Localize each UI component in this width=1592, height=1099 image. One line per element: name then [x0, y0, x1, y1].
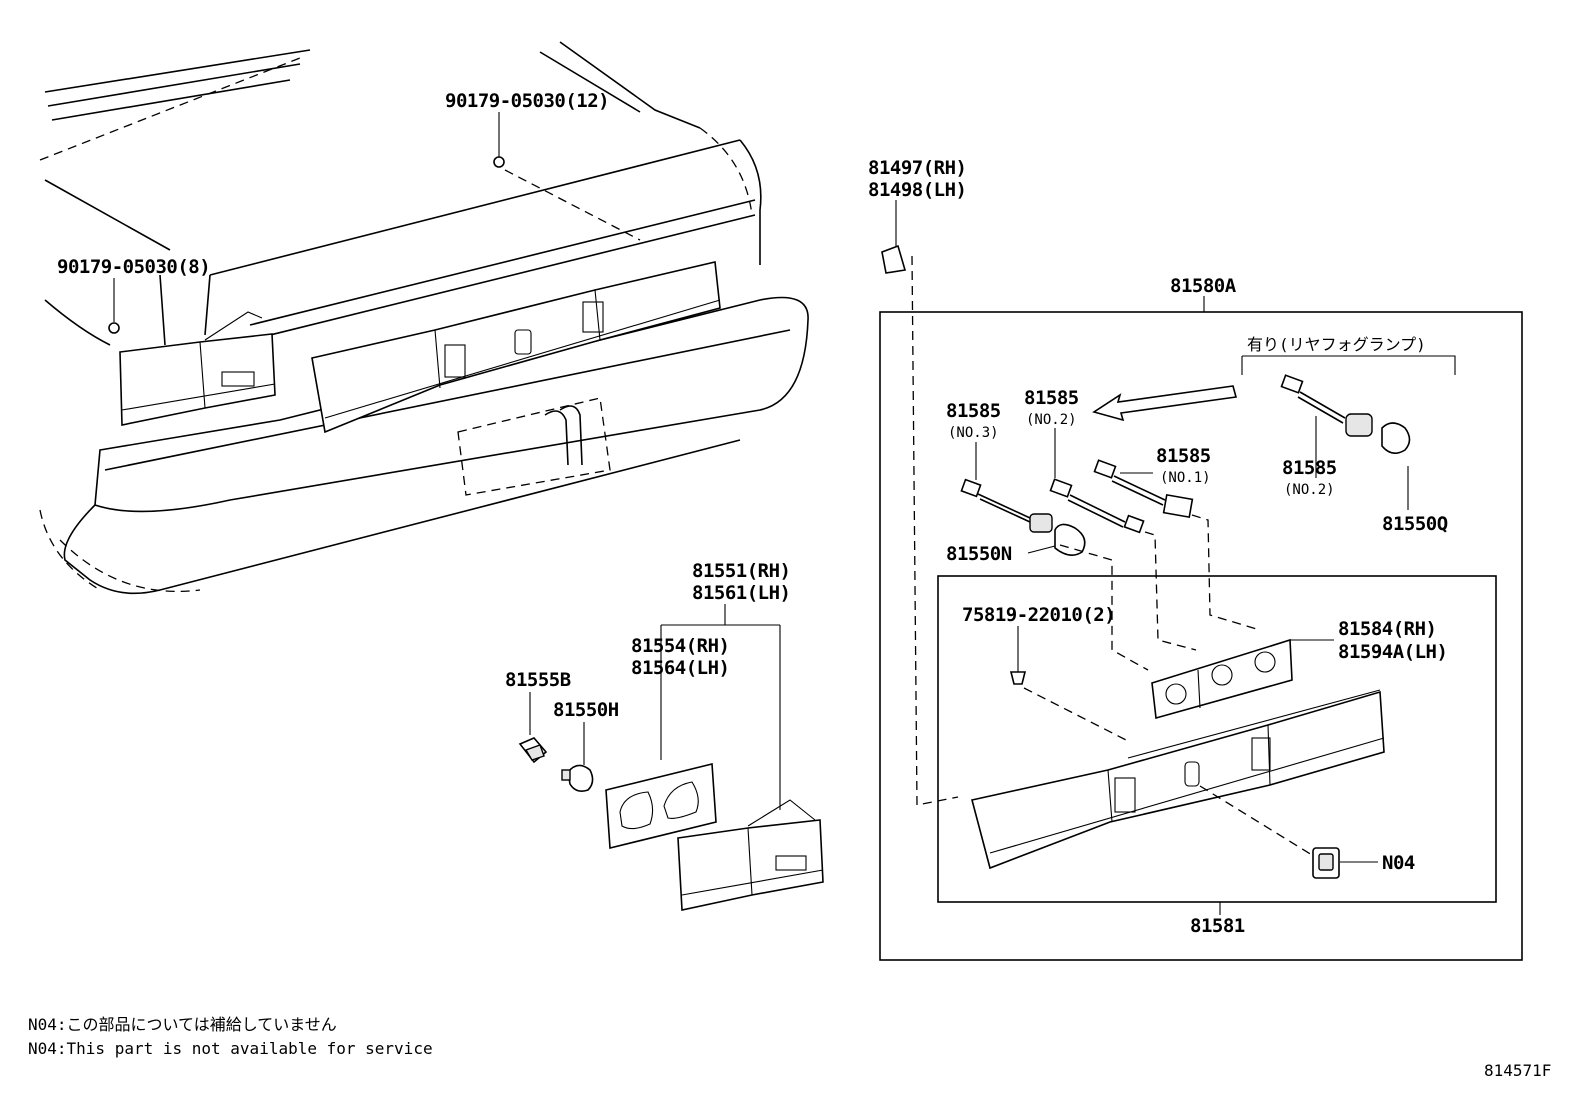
socket-no1-harness [1093, 459, 1194, 519]
label-gasket-lh: 81564(LH) [631, 657, 729, 679]
label-socket-fog-sub: (NO.2) [1284, 482, 1335, 498]
label-lamp-assembly: 81581 [1190, 915, 1245, 937]
rear-center-lamp [971, 689, 1385, 870]
figure-code: 814571F [1484, 1061, 1551, 1080]
label-bolt-rear-panel: 90179-05030(12) [445, 90, 609, 112]
bulb-icon [1054, 523, 1086, 556]
label-reflector-lh: 81594A(LH) [1338, 641, 1447, 663]
label-socket-fog: 81585 [1282, 457, 1337, 479]
label-socket-b: 81555B [505, 669, 571, 691]
arrow-icon [1092, 385, 1238, 422]
label-tail-lamp-rh: 81551(RH) [692, 560, 790, 582]
assembly-frame [879, 311, 1523, 961]
label-socket-no2: 81585 [1024, 387, 1079, 409]
label-socket-no1-sub: (NO.1) [1160, 470, 1211, 486]
label-socket-no2-sub: (NO.2) [1026, 412, 1077, 428]
bolt-icon [108, 156, 505, 334]
socket-no3-harness [960, 478, 1053, 533]
note-japanese: N04:この部品については補給していません [28, 1015, 337, 1034]
bracket-icon [881, 244, 907, 274]
note-english: N04:This part is not available for servi… [28, 1039, 433, 1058]
fog-lamp-note: 有り(リヤフォグランプ) [1247, 335, 1426, 354]
label-bracket-rh: 81497(RH) [868, 157, 966, 179]
emblem-icon [1312, 847, 1340, 879]
fog-socket-harness [1280, 374, 1411, 454]
label-tail-lamp-lh: 81561(LH) [692, 582, 790, 604]
tail-lamp [677, 799, 824, 911]
label-bulb-h: 81550H [553, 699, 619, 721]
socket-no2-harness [1049, 478, 1145, 534]
label-bulb-fog: 81550Q [1382, 513, 1448, 535]
screw-icon [1009, 671, 1027, 685]
vehicle-rear-body [39, 41, 809, 595]
lamp-assembly-frame [937, 575, 1497, 903]
label-reflector-rh: 81584(RH) [1338, 618, 1436, 640]
label-socket-no3-sub: (NO.3) [948, 425, 999, 441]
bulb-icon [561, 764, 594, 792]
label-bracket-lh: 81498(LH) [868, 179, 966, 201]
label-socket-no3: 81585 [946, 400, 1001, 422]
label-gasket-rh: 81554(RH) [631, 635, 729, 657]
label-emblem: N04 [1382, 852, 1415, 874]
reflector-plate [1151, 638, 1293, 720]
label-bolt-left-side: 90179-05030(8) [57, 256, 210, 278]
gasket [605, 762, 717, 850]
label-bulb-n: 81550N [946, 543, 1012, 565]
label-socket-no1: 81585 [1156, 445, 1211, 467]
label-assembly: 81580A [1170, 275, 1237, 297]
socket-icon [518, 737, 548, 764]
label-screw: 75819-22010(2) [962, 604, 1115, 626]
